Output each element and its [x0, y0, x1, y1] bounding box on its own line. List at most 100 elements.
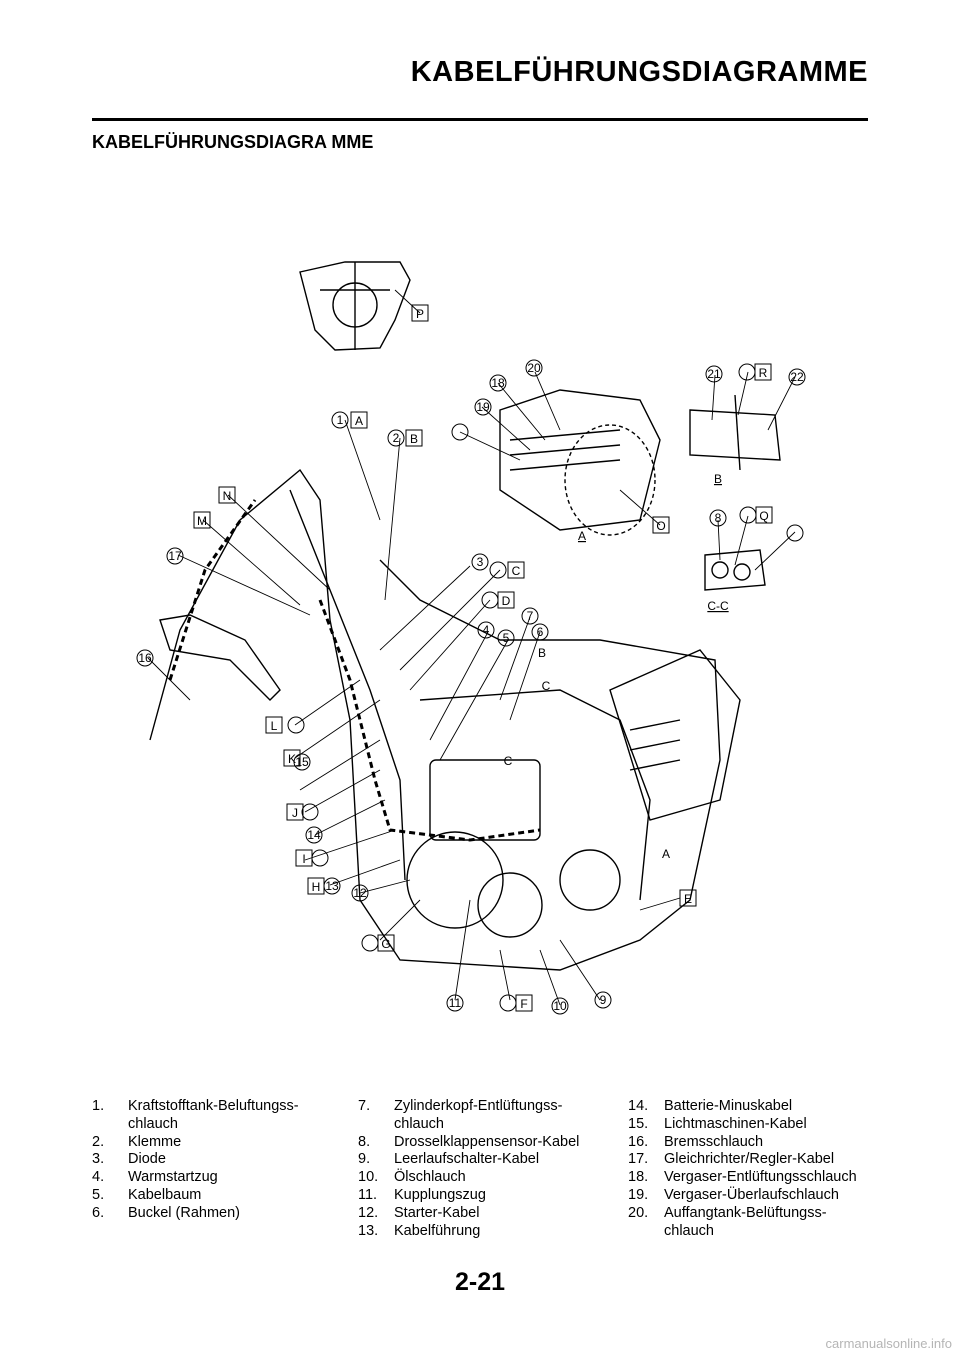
callout-label: 2 [393, 431, 400, 445]
callout-label: B [410, 432, 418, 446]
callout-label: 11 [449, 996, 462, 1010]
callout-label: 13 [325, 879, 339, 893]
legend-number: 15. [628, 1115, 649, 1132]
legend-number: 6. [92, 1204, 105, 1221]
legend-text: Kabelführung [394, 1222, 481, 1239]
legend-item: 6. Buckel (Rahmen) [92, 1205, 328, 1223]
callout-label: 9 [600, 993, 607, 1007]
section-arrow-label: A [662, 847, 670, 861]
callout-label: R [759, 366, 768, 380]
section-arrow-label: C [542, 679, 551, 693]
callout-label: E [684, 892, 692, 906]
header-rule [92, 118, 868, 121]
callout-label: O [656, 519, 665, 533]
legend-item: 20.Auffangtank-Belüftungss- chlauch [628, 1205, 864, 1241]
legend-item: 12.Starter-Kabel [358, 1205, 594, 1223]
legend-text: Lichtmaschinen-Kabel [664, 1115, 807, 1132]
legend-item: 2.Klemme [92, 1134, 328, 1152]
legend-item: 7. Zylinderkopf-Entlüftungss- chlauch [358, 1098, 594, 1134]
legend-item: 5.Kabelbaum [92, 1187, 328, 1205]
legend-number: 10. [358, 1169, 379, 1186]
engine-case-right [477, 872, 543, 938]
callout-label: A [355, 414, 363, 428]
legend-number: 18. [628, 1169, 649, 1186]
callout-label: 12 [353, 886, 367, 900]
legend-text: Ölschlauch [394, 1169, 466, 1186]
legend-number: 13. [358, 1222, 379, 1239]
callout-label: 5 [503, 631, 510, 645]
legend-item: 18.Vergaser-Entlüftungsschlauch [628, 1169, 864, 1187]
legend-text: Bremsschlauch [664, 1133, 764, 1150]
wire-harness [318, 599, 541, 842]
legend-item: 16.Bremsschlauch [628, 1134, 864, 1152]
legend-number: 19. [628, 1186, 649, 1203]
legend-item: 15. Lichtmaschinen-Kabel [628, 1116, 864, 1134]
legend-text: Gleichrichter/Regler-Kabel [664, 1151, 835, 1168]
callout-label: 1 [337, 413, 344, 427]
callout-label: H [312, 880, 321, 894]
callout-label: 4 [483, 623, 490, 637]
legend-number: 11. [358, 1186, 378, 1203]
view-cc-detail [704, 549, 766, 591]
legend-text: Klemme [128, 1133, 182, 1150]
legend-number: 1. [92, 1098, 105, 1114]
callout-label: D [502, 594, 511, 608]
callout-label: 22 [790, 370, 804, 384]
view-b-detail [689, 409, 781, 461]
callout-label: F [520, 997, 527, 1011]
callout-label: 7 [527, 609, 534, 623]
callout-label: 16 [138, 651, 152, 665]
legend-item: 19. Vergaser-Überlaufschlauch [628, 1187, 864, 1205]
headlight-outline [299, 261, 411, 351]
legend-item: 4.Warmstartzug [92, 1169, 328, 1187]
section-arrow-label: B [538, 646, 546, 660]
legend-text: Kraftstofftank-Beluftungss- chlauch [128, 1098, 299, 1132]
legend-number: 8. [358, 1133, 371, 1150]
legend-text: Batterie-Minuskabel [664, 1098, 793, 1114]
engine-cylinder [429, 759, 541, 841]
legend-column-1: 1. Kraftstofftank-Beluftungss- chlauch 2.K… [92, 1098, 328, 1223]
legend-text: Diode [128, 1151, 166, 1168]
legend-number: 14. [628, 1098, 649, 1114]
legend-text: Warmstartzug [128, 1169, 218, 1186]
callout-label: K [288, 752, 296, 766]
view-label: C-C [707, 599, 729, 613]
legend-text: Vergaser-Überlaufschlauch [664, 1186, 839, 1203]
callout-label: 20 [527, 361, 541, 375]
legend-number: 3. [92, 1151, 105, 1168]
section-title: KABELFÜHRUNGSDIAGRA MME [92, 132, 374, 152]
header-title: KABELFÜHRUNGSDIAGRAMME [410, 56, 868, 88]
legend-text: Kabelbaum [128, 1186, 202, 1203]
callout-label: P [416, 307, 424, 321]
legend-item: 13. Kabelführung [358, 1223, 594, 1241]
carburetor-detail [499, 389, 661, 531]
callout-label: 6 [537, 625, 544, 639]
callout-label: 3 [477, 555, 484, 569]
callout-label: 10 [553, 999, 567, 1013]
legend-text: Zylinderkopf-Entlüftungss- chlauch [394, 1098, 563, 1132]
legend-number: 12. [358, 1204, 379, 1221]
engine-case-left [406, 831, 504, 929]
callout-label: 21 [707, 367, 721, 381]
legend-number: 17. [628, 1151, 649, 1168]
frame-outline [149, 468, 721, 971]
callout-label: L [271, 719, 278, 733]
callout-label: I [302, 852, 305, 866]
callout-label: J [292, 806, 298, 820]
airbox [609, 649, 741, 821]
legend-text: Leerlaufschalter-Kabel [394, 1151, 540, 1168]
legend-text: Buckel (Rahmen) [128, 1204, 241, 1221]
callout-label: G [381, 937, 390, 951]
legend-item: 1. Kraftstofftank-Beluftungss- chlauch [92, 1098, 328, 1134]
legend-item: 14. Batterie-Minuskabel [628, 1098, 864, 1116]
page-number: 2-21 [454, 1268, 506, 1296]
legend-item: 9.Leerlaufschalter-Kabel [358, 1151, 594, 1169]
legend-number: 7. [358, 1098, 371, 1114]
legend-item: 10. Ölschlauch [358, 1169, 594, 1187]
callout-label: 14 [307, 828, 321, 842]
legend-item: 11.Kupplungszug [358, 1187, 594, 1205]
legend-item: 17. Gleichrichter/Regler-Kabel [628, 1151, 864, 1169]
watermark: carmanualsonline.info [825, 1336, 952, 1351]
